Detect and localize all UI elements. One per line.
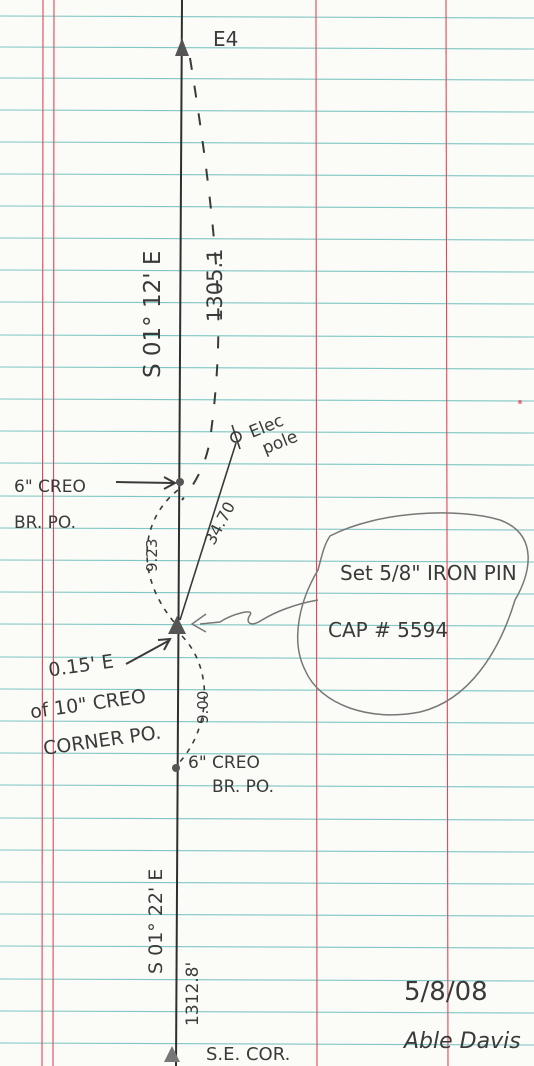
dist-to-pole-label: 34.70: [201, 499, 239, 548]
leader-arrows: [115, 476, 178, 665]
pin-callout-cloud: [296, 512, 529, 716]
elec-pole-icon: [230, 424, 242, 450]
set-pin-monument: [168, 616, 186, 634]
upper-bp-dot: [176, 478, 184, 486]
signature: Able Davis: [402, 1029, 521, 1054]
set-pin-line2: CAP # 5594: [328, 618, 448, 642]
tie-line-to-pole: [179, 442, 237, 621]
lower-bp-arc: [177, 635, 206, 765]
date-label: 5/8/08: [404, 977, 488, 1007]
se-corner-monument: [164, 1046, 180, 1062]
distance-bottom-label: 1312.8': [183, 962, 203, 1026]
bearing-bottom-label: S 01° 22' E: [145, 869, 167, 974]
pin-callout-leader: [199, 599, 319, 625]
ruled-lines: [0, 15, 534, 1046]
dist-lower-bp-label: 9.00: [194, 691, 212, 724]
margin-lines: [41, 0, 449, 1066]
upper-bp-arc: [146, 489, 179, 623]
lower-bp-line1: 6" CREO: [188, 753, 260, 773]
upper-bp-label: 6" CREO BR. PO.: [14, 477, 91, 533]
se-corner-label: S.E. COR.: [206, 1044, 290, 1065]
offset-label: 0.15' E of 10" CREO CORNER PO.: [23, 645, 162, 761]
red-ink-dot: [518, 400, 522, 404]
pin-callout-arrowhead: [190, 613, 207, 633]
dashed-traverse: [181, 57, 220, 501]
lower-bp-label: 6" CREO BR. PO.: [188, 753, 274, 797]
set-pin-line1: Set 5/8" IRON PIN: [340, 561, 517, 585]
distance-top-label: 1305.1: [203, 249, 227, 322]
offset-line3: CORNER PO.: [42, 722, 162, 760]
lower-bp-line2: BR. PO.: [212, 777, 274, 797]
offset-line2: of 10" CREO: [29, 685, 148, 723]
lower-bp-dot: [172, 764, 180, 772]
upper-bp-line2: BR. PO.: [14, 513, 76, 533]
elec-pole-label: Elec pole: [246, 408, 300, 461]
bearing-top-label: S 01° 12' E: [140, 251, 166, 378]
upper-bp-line1: 6" CREO: [14, 477, 86, 497]
survey-line: [175, 0, 183, 1066]
dist-upper-bp-label: 9.23: [143, 539, 161, 572]
top-point-monument: [175, 38, 189, 56]
set-pin-label: Set 5/8" IRON PIN CAP # 5594: [328, 561, 523, 642]
offset-line1: 0.15' E: [47, 650, 115, 681]
top-point-label: E4: [213, 27, 238, 51]
